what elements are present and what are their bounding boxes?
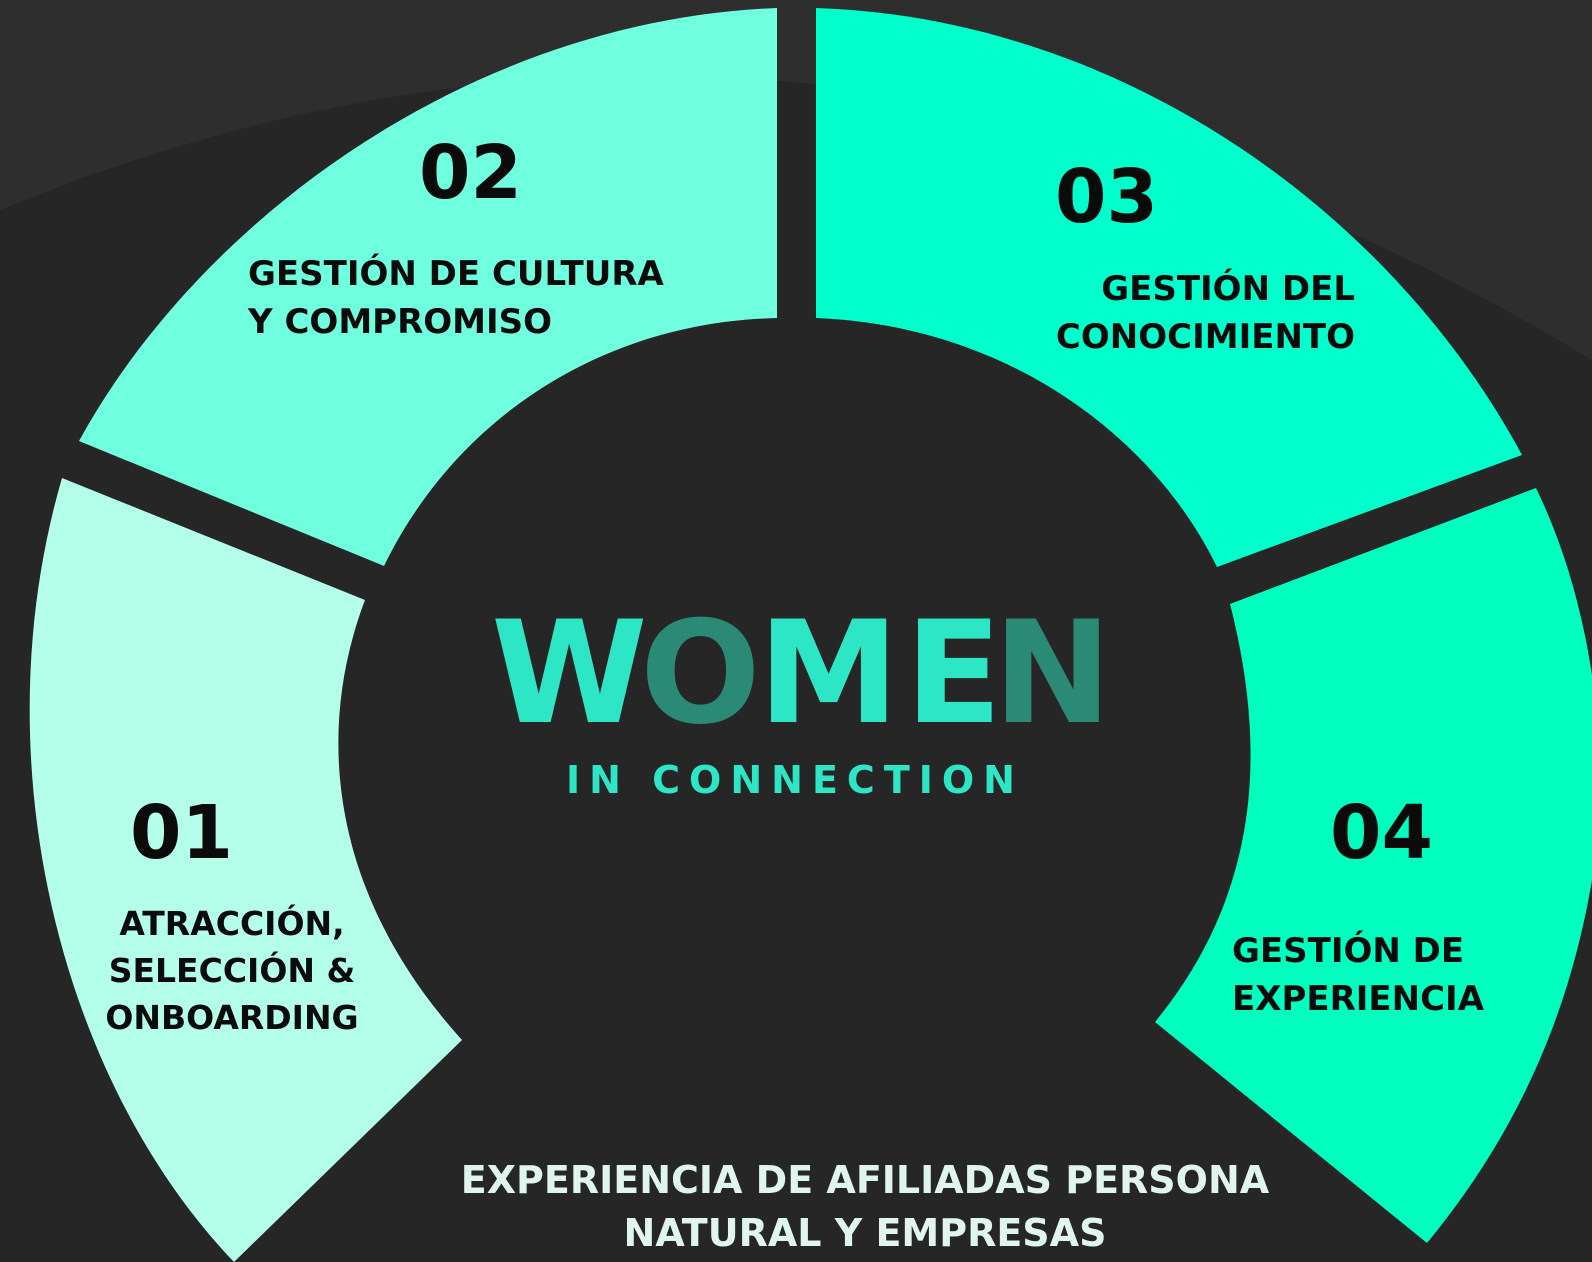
segment-04[interactable] bbox=[1155, 488, 1592, 1243]
segment-01[interactable] bbox=[29, 478, 462, 1262]
background-arc bbox=[0, 0, 1592, 360]
footer-line-1: EXPERIENCIA DE AFILIADAS PERSONA bbox=[461, 1158, 1270, 1202]
segment-02[interactable] bbox=[79, 8, 777, 566]
logo: W O M E N IN CONNECTION bbox=[491, 591, 1112, 802]
logo-subtitle: IN CONNECTION bbox=[566, 758, 1024, 802]
logo-letter-e: E bbox=[905, 591, 1002, 756]
logo-letter-w: W bbox=[491, 591, 648, 756]
segment-02-number: 02 bbox=[419, 130, 522, 216]
footer-line-2: NATURAL Y EMPRESAS bbox=[624, 1211, 1107, 1255]
segment-04-number: 04 bbox=[1330, 790, 1433, 876]
segment-01-label-line-1: ATRACCIÓN, bbox=[119, 903, 344, 943]
segment-02-label-line-1: GESTIÓN DE CULTURA bbox=[248, 253, 665, 294]
logo-letter-m: M bbox=[758, 591, 899, 756]
segment-04-label-line-2: EXPERIENCIA bbox=[1232, 979, 1485, 1019]
segment-02-label-line-2: Y COMPROMISO bbox=[247, 302, 552, 342]
segment-01-label-line-2: SELECCIÓN & bbox=[109, 950, 356, 990]
logo-letter-o: O bbox=[640, 591, 761, 756]
logo-letter-n: N bbox=[993, 591, 1112, 756]
segment-03[interactable] bbox=[816, 8, 1522, 567]
segment-01-number: 01 bbox=[130, 790, 233, 876]
segment-04-label-line-1: GESTIÓN DE bbox=[1232, 930, 1464, 971]
segment-03-label-line-2: CONOCIMIENTO bbox=[1056, 317, 1355, 357]
segment-03-label-line-1: GESTIÓN DEL bbox=[1101, 268, 1355, 309]
segment-01-label-line-3: ONBOARDING bbox=[105, 998, 358, 1037]
segment-03-number: 03 bbox=[1055, 154, 1158, 240]
